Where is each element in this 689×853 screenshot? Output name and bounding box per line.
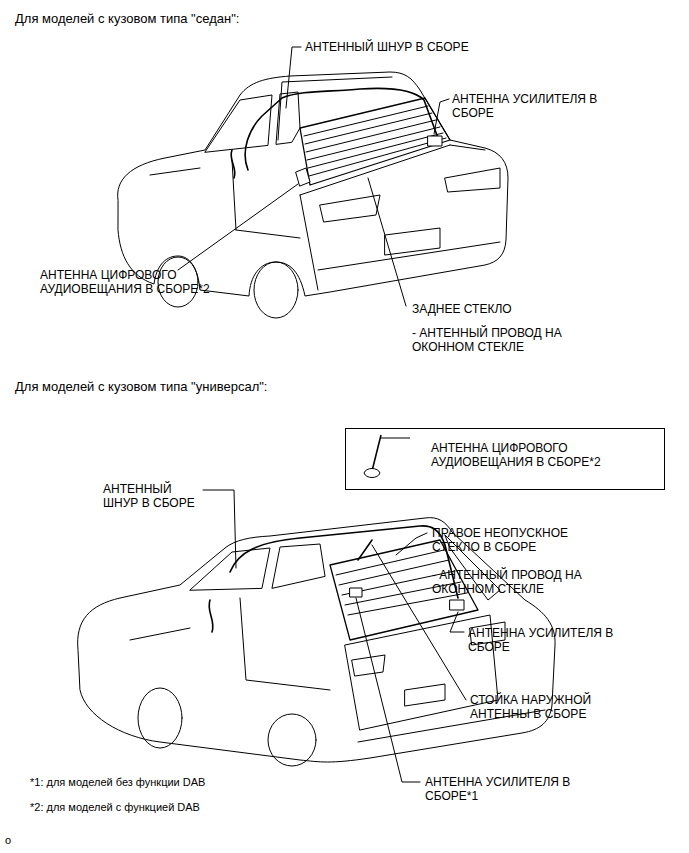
antenna-icon xyxy=(346,429,416,491)
footnote: *1: для моделей без функции DAB xyxy=(30,775,205,789)
footnote: *2: для моделей с функцией DAB xyxy=(30,800,200,814)
part-label: АНТЕННА ЦИФРОВОГО АУДИОВЕЩАНИЯ В СБОРЕ*2 xyxy=(431,441,656,469)
leader-lines xyxy=(203,490,466,782)
leader-line xyxy=(380,438,410,439)
part-label: СТОЙКА НАРУЖНОЙ АНТЕННЫ В СБОРЕ xyxy=(470,693,640,721)
inset-box: АНТЕННА ЦИФРОВОГО АУДИОВЕЩАНИЯ В СБОРЕ*2 xyxy=(345,428,665,490)
part-label: ПРАВОЕ НЕОПУСКНОЕ СТЕКЛО В СБОРЕ xyxy=(432,526,607,554)
leader-lines xyxy=(178,47,449,306)
part-label: АНТЕННА УСИЛИТЕЛЯ В СБОРЕ xyxy=(452,92,602,120)
part-label: АНТЕННЫЙ ШНУР В СБОРЕ xyxy=(305,40,469,54)
antenna-rod xyxy=(372,435,381,471)
part-label: АНТЕННЫЙ ШНУР В СБОРЕ xyxy=(103,482,203,510)
part-label: АНТЕННА УСИЛИТЕЛЯ В СБОРЕ xyxy=(468,626,628,654)
section-heading: Для моделей с кузовом типа "универсал": xyxy=(15,380,267,394)
part-label: - АНТЕННЫЙ ПРОВОД НА ОКОННОМ СТЕКЛЕ xyxy=(412,326,602,354)
antenna-base xyxy=(364,469,380,478)
section-heading: Для моделей с кузовом типа "седан": xyxy=(15,12,239,26)
part-label: ЗАДНЕЕ СТЕКЛО xyxy=(412,302,512,316)
part-label: АНТЕННА УСИЛИТЕЛЯ В СБОРЕ*1 xyxy=(425,775,575,803)
part-label: - АНТЕННЫЙ ПРОВОД НА ОКОННОМ СТЕКЛЕ xyxy=(432,568,622,596)
part-label: АНТЕННА ЦИФРОВОГО АУДИОВЕЩАНИЯ В СБОРЕ*2 xyxy=(40,268,240,296)
page-mark: o xyxy=(5,833,11,847)
